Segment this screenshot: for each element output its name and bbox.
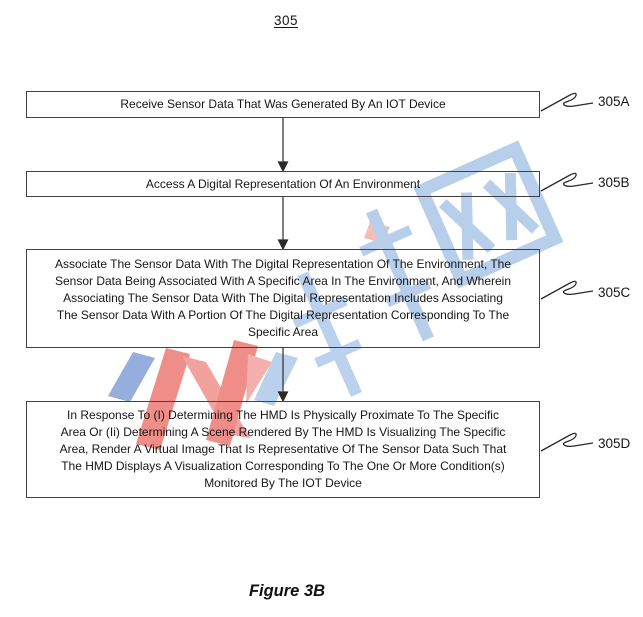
ref-label-305b: 305B bbox=[598, 175, 630, 190]
flow-arrow bbox=[277, 118, 289, 173]
flow-arrow bbox=[277, 197, 289, 251]
flow-step-box-305b: Access A Digital Representation Of An En… bbox=[26, 171, 540, 197]
flow-step-box-305d: In Response To (I) Determining The HMD I… bbox=[26, 401, 540, 498]
flow-step-text: In Response To (I) Determining The HMD I… bbox=[59, 408, 507, 490]
leader-line bbox=[540, 92, 594, 112]
figure-reference-number: 305 bbox=[273, 13, 299, 28]
flow-arrow bbox=[277, 348, 289, 403]
ref-label-305d: 305D bbox=[598, 436, 631, 451]
leader-line bbox=[540, 172, 594, 192]
ref-label-305a: 305A bbox=[598, 94, 630, 109]
flow-step-box-305a: Receive Sensor Data That Was Generated B… bbox=[26, 91, 540, 118]
leader-line bbox=[540, 280, 594, 300]
flow-step-text: Access A Digital Representation Of An En… bbox=[145, 176, 421, 191]
ref-label-305c: 305C bbox=[598, 285, 631, 300]
flow-step-box-305c: Associate The Sensor Data With The Digit… bbox=[26, 249, 540, 348]
flow-step-text: Associate The Sensor Data With The Digit… bbox=[54, 257, 512, 339]
leader-line bbox=[540, 432, 594, 452]
figure-caption: Figure 3B bbox=[248, 582, 326, 600]
flow-step-text: Receive Sensor Data That Was Generated B… bbox=[120, 97, 446, 111]
